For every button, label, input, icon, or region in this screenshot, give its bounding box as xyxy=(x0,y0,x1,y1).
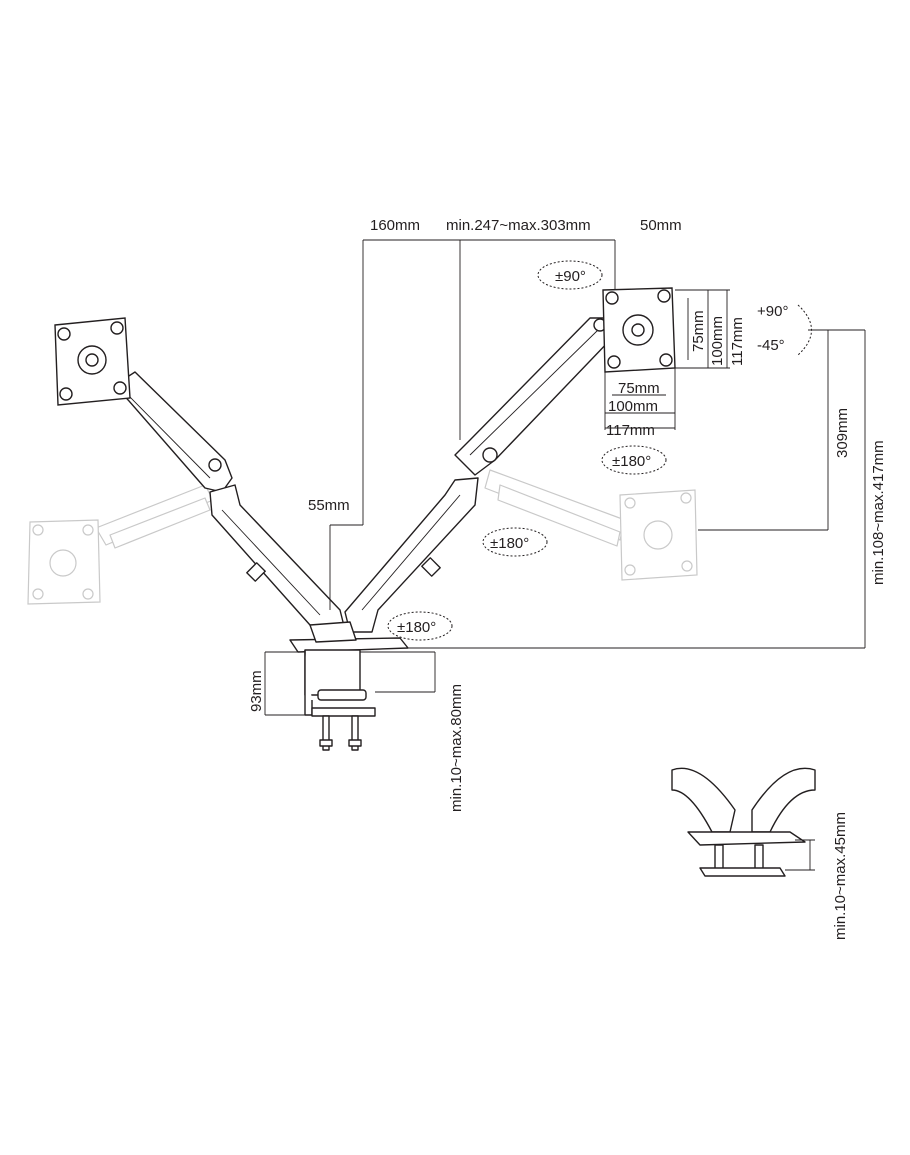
base-clamp xyxy=(289,621,409,751)
label-pan-180-base: ±180° xyxy=(397,619,436,636)
dimension-lines xyxy=(264,239,866,871)
dim-clamp-range: min.10~max.80mm xyxy=(448,684,465,812)
dim-height-309: 309mm xyxy=(834,408,851,458)
dim-vesa-117-v: 117mm xyxy=(729,317,746,366)
dim-160: 160mm xyxy=(370,217,420,234)
dim-vesa-100-v: 100mm xyxy=(709,316,726,366)
dim-height-range: min.108~max.417mm xyxy=(870,440,887,585)
dim-base-93: 93mm xyxy=(248,670,265,712)
left-arm xyxy=(54,317,346,641)
ghost-left-arm xyxy=(27,484,214,605)
ghost-right-arm xyxy=(484,469,698,581)
label-tilt-down: -45° xyxy=(757,337,785,354)
rotation-arrow-icon xyxy=(482,527,548,557)
grommet-mount-icon xyxy=(671,767,816,877)
rotation-arrow-icon xyxy=(601,445,667,475)
label-pan-180-top: ±180° xyxy=(612,453,651,470)
dim-vesa-117-h: 117mm xyxy=(606,422,655,439)
rotation-arrows xyxy=(387,260,812,641)
dim-vesa-100-h: 100mm xyxy=(608,398,658,415)
label-pan-180-mid: ±180° xyxy=(490,535,529,552)
dim-50: 50mm xyxy=(640,217,682,234)
dim-arm-reach: min.247~max.303mm xyxy=(446,217,591,234)
dim-vesa-75-h: 75mm xyxy=(618,380,660,397)
dim-55: 55mm xyxy=(308,497,350,514)
rotation-arrow-icon xyxy=(387,611,453,641)
label-tilt-up: +90° xyxy=(757,303,788,320)
label-swivel-90: ±90° xyxy=(555,268,586,285)
right-arm xyxy=(344,287,676,633)
dim-vesa-75-v: 75mm xyxy=(690,310,707,352)
rotation-arrow-icon xyxy=(537,260,603,290)
dim-grommet-range: min.10~max.45mm xyxy=(832,812,849,940)
rotation-arrow-icon xyxy=(797,304,812,356)
